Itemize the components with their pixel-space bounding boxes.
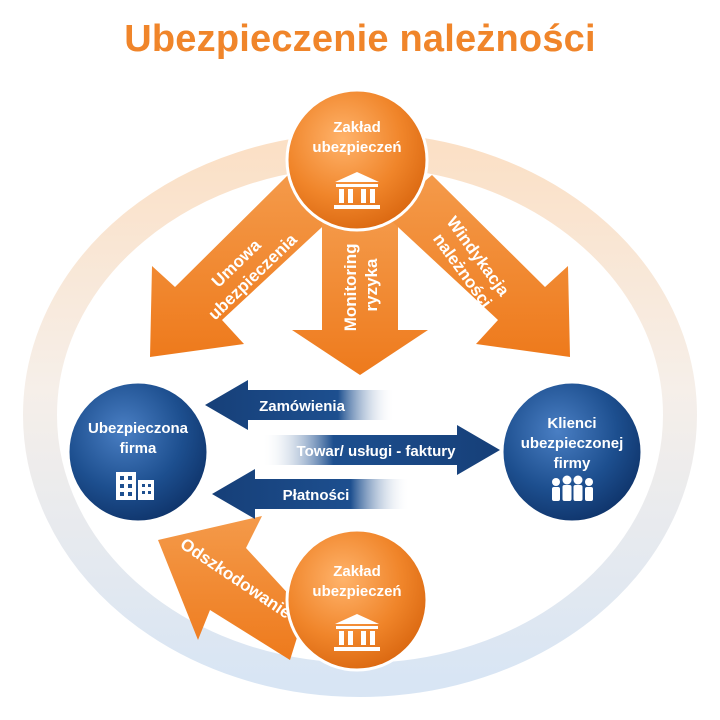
arrow-label-line1: Monitoring [341,243,360,331]
node-insurer-bottom: Zakład ubezpieczeń [285,528,429,672]
node-label-line1: Klienci [547,415,596,432]
node-label-line1: Ubezpieczona [88,420,189,437]
people-group-icon [552,475,593,501]
bank-building-icon [334,614,380,651]
flow-goods-invoices-label: Towar/ usługi - faktury [297,443,457,460]
node-label-line2: ubezpieczeń [312,583,401,600]
office-building-icon [116,472,154,500]
node-insured-company: Ubezpieczona firma [66,380,210,524]
bank-building-icon [334,172,380,209]
flow-payments: Płatności [212,469,410,519]
node-clients: Klienci ubezpieczonej firmy [500,380,644,524]
flow-orders-label: Zamówienia [259,398,346,415]
arrow-risk-monitoring: Monitoring ryzyka [292,215,428,375]
node-label-line2: ubezpieczeń [312,139,401,156]
page-title: Ubezpieczenie należności [124,18,596,60]
arrow-label-line2: ryzyka [362,258,381,311]
node-label-line2: ubezpieczonej [521,435,624,452]
node-label-line2: firma [120,440,157,457]
flow-orders: Zamówienia [205,380,395,430]
node-label-line3: firmy [554,455,591,472]
node-label-line1: Zakład [333,119,381,136]
node-label-line1: Zakład [333,563,381,580]
node-insurer-top: Zakład ubezpieczeń [285,88,429,232]
flow-payments-label: Płatności [283,487,350,504]
flow-goods-invoices: Towar/ usługi - faktury [262,425,500,475]
svg-text:Monitoring ryzyka: Monitoring ryzyka [341,239,381,332]
